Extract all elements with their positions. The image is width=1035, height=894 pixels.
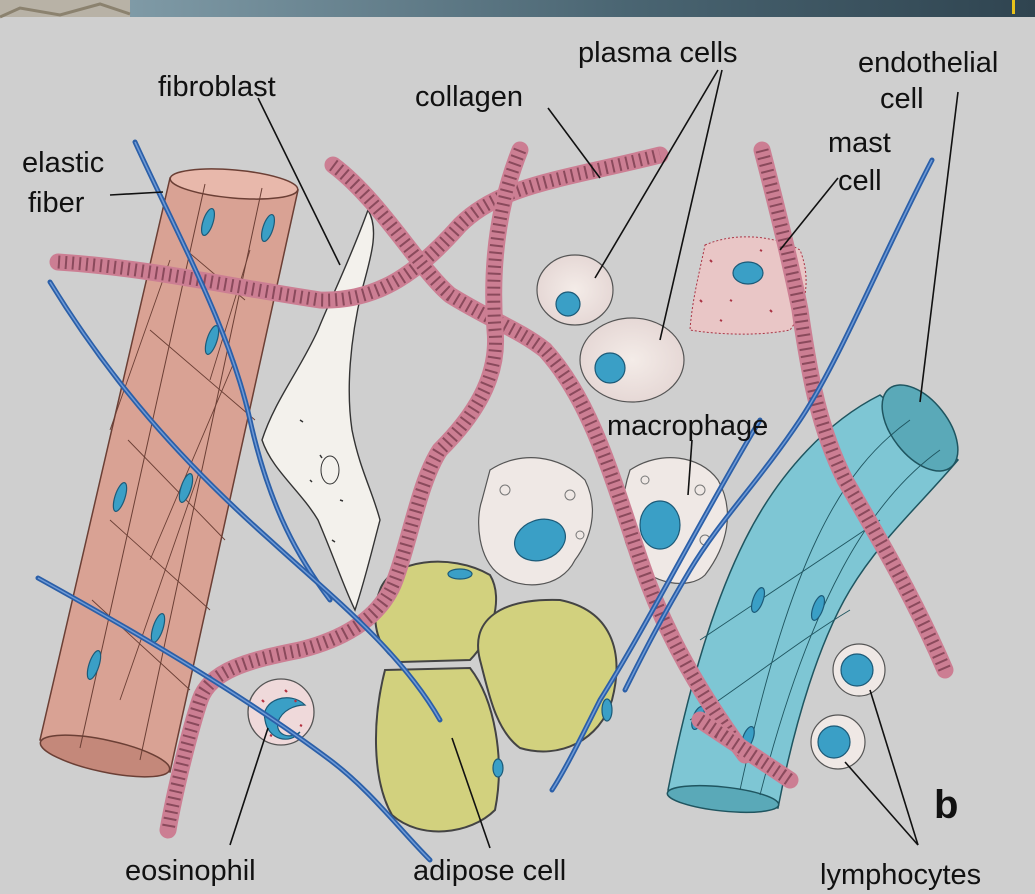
label-macrophage: macrophage [607, 410, 768, 442]
lymphocyte-cells [811, 644, 885, 769]
label-elastic-fiber-2: fiber [28, 187, 85, 219]
label-endothelial-cell-2: cell [880, 83, 924, 115]
label-collagen: collagen [415, 81, 523, 113]
label-plasma-cells: plasma cells [578, 37, 738, 69]
leader-lymphocyte-2 [845, 762, 918, 845]
top-banner [130, 0, 1035, 17]
lymphocyte-nucleus [841, 654, 873, 686]
macrophage-nucleus [640, 501, 680, 549]
banner-accent [1012, 0, 1015, 14]
leader-endothelial [920, 92, 958, 402]
label-eosinophil: eosinophil [125, 855, 256, 887]
label-adipose-cell: adipose cell [413, 855, 566, 887]
adipose-nucleus [493, 759, 503, 777]
label-lymphocytes: lymphocytes [820, 859, 981, 891]
figure-letter: b [934, 783, 958, 827]
lymphocyte-nucleus [818, 726, 850, 758]
mast-nucleus [733, 262, 763, 284]
leader-mast-cell [780, 178, 838, 250]
plasma-nucleus [595, 353, 625, 383]
leader-eosinophil [230, 728, 268, 845]
label-endothelial-cell-1: endothelial [858, 47, 998, 79]
label-mast-cell-2: cell [838, 165, 882, 197]
adipose-nucleus [602, 699, 612, 721]
label-elastic-fiber-1: elastic [22, 147, 104, 179]
adipose-nucleus [448, 569, 472, 579]
plasma-nucleus [556, 292, 580, 316]
leader-elastic-fiber [110, 192, 163, 195]
label-fibroblast: fibroblast [158, 71, 276, 103]
label-mast-cell-1: mast [828, 127, 891, 159]
adipose-cell-cluster [375, 562, 616, 832]
leader-lymphocyte-1 [870, 690, 918, 845]
